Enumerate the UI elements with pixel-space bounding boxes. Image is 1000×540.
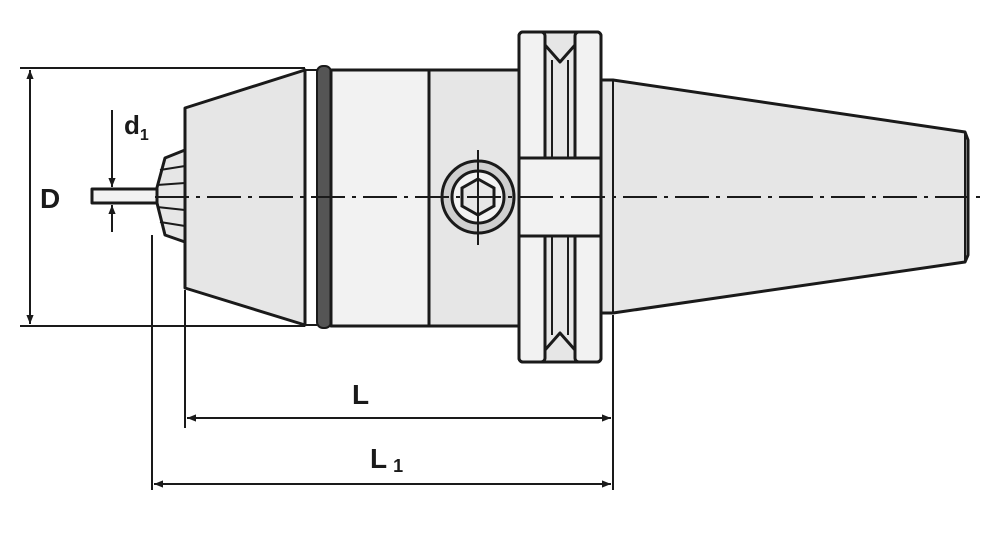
label-d1: d1: [124, 110, 149, 144]
label-D: D: [40, 183, 60, 214]
drill-shank: [90, 187, 159, 205]
label-L: L: [352, 379, 369, 410]
